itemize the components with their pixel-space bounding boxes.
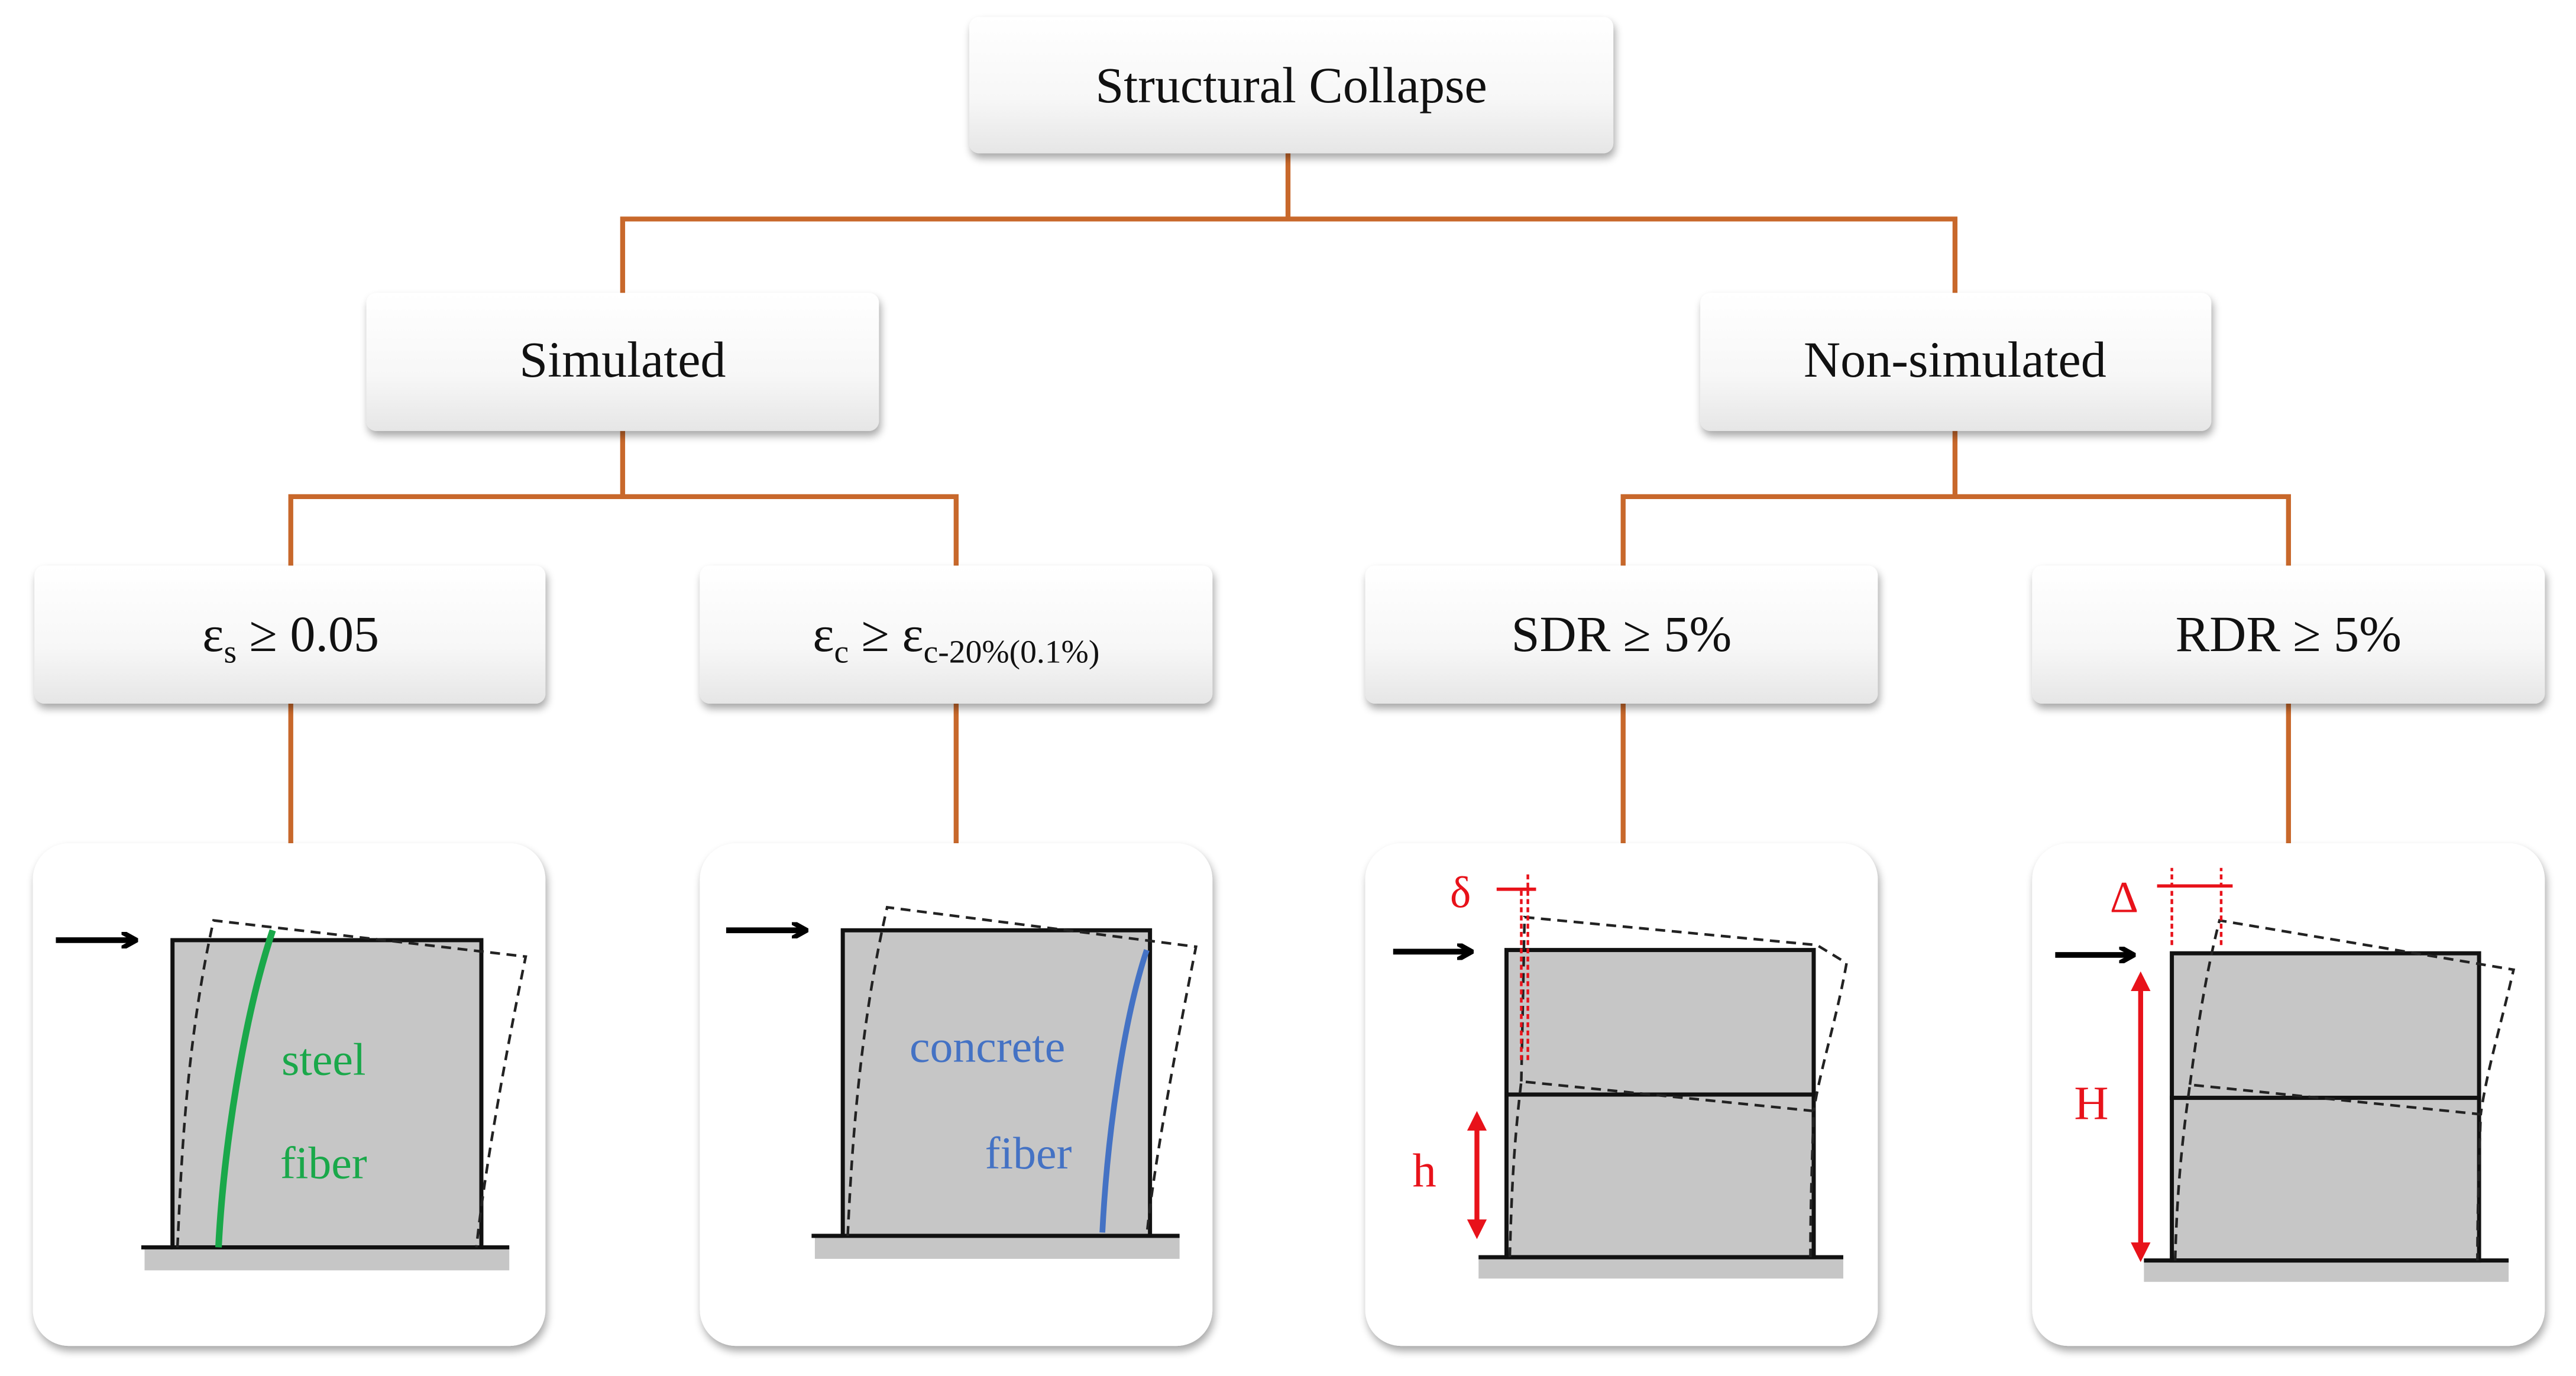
root-node-label: Structural Collapse (1095, 57, 1487, 114)
root-node: Structural Collapse (969, 17, 1614, 154)
lower-story (1504, 1092, 1816, 1260)
connector-simulated-steel (288, 430, 626, 566)
steel-fiber-label-line2: fiber (280, 1138, 367, 1189)
story-drift-delta-label: δ (1450, 868, 1471, 917)
concrete-fiber-line (1099, 949, 1150, 1233)
rdr-node: RDR ≥ 5% (2032, 565, 2545, 704)
non-simulated-node: Non-simulated (1700, 293, 2212, 431)
steel-fiber-illustration: steel fiber (33, 843, 546, 1346)
deformed-shape (2188, 919, 2516, 1115)
ground-base (2144, 1260, 2509, 1282)
total-height-label: H (2074, 1077, 2108, 1130)
steel-fiber-line (215, 929, 276, 1248)
connector-simulated-concrete (622, 494, 959, 566)
upper-story (2170, 951, 2481, 1100)
wall-section (840, 928, 1153, 1238)
connector-root-simulated (620, 153, 1291, 293)
ground-base (1478, 1257, 1843, 1279)
simulated-node-label: Simulated (519, 331, 726, 388)
steel-strain-node: εs ≥ 0.05 (34, 565, 546, 704)
connector-root-nonsimulated (1288, 216, 1958, 293)
deformed-shape (1520, 915, 1848, 1112)
non-simulated-node-label: Non-simulated (1804, 331, 2106, 388)
sdr-node: SDR ≥ 5% (1365, 565, 1878, 704)
connector-nonsim-sdr (1620, 430, 1958, 566)
concrete-strain-node: εc ≥ εc-20%(0.1%) (700, 565, 1213, 704)
ground-base (814, 1235, 1180, 1259)
rdr-criterion: RDR ≥ 5% (2176, 606, 2402, 662)
connector-nonsim-rdr (1954, 494, 2292, 566)
connector-lines (288, 153, 2292, 844)
concrete-fiber-illustration: concrete fiber (700, 843, 1213, 1346)
upper-story (1504, 948, 1816, 1097)
roof-drift-delta-label: Δ (2110, 873, 2138, 922)
sdr-illustration: δ h (1365, 843, 1878, 1346)
steel-fiber-label-line1: steel (281, 1034, 366, 1085)
rdr-illustration: Δ H (2032, 843, 2545, 1346)
concrete-fiber-label-line2: fiber (985, 1128, 1072, 1178)
sdr-criterion: SDR ≥ 5% (1512, 606, 1732, 662)
deformed-shape (176, 919, 528, 1248)
lower-story (2170, 1096, 2481, 1263)
ground-base (144, 1247, 510, 1271)
concrete-fiber-label-line1: concrete (910, 1021, 1065, 1072)
steel-strain-criterion: εs ≥ 0.05 (202, 606, 379, 670)
simulated-node: Simulated (366, 293, 879, 431)
concrete-strain-criterion: εc ≥ εc-20%(0.1%) (813, 606, 1099, 670)
deformed-shape (846, 905, 1198, 1236)
story-height-label: h (1412, 1145, 1436, 1197)
